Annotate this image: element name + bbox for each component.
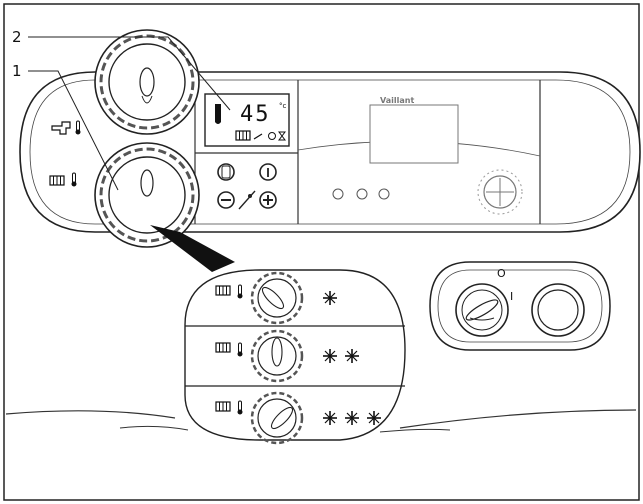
frost-icon-3a <box>322 410 338 426</box>
callout-line-2 <box>28 36 231 111</box>
tap-icon <box>51 120 81 135</box>
heating-knob[interactable] <box>94 142 200 248</box>
switch-off-label: O <box>497 267 506 280</box>
boiler-body-left <box>5 410 176 419</box>
mini-knob-1 <box>250 271 304 325</box>
frost-icon-3b <box>344 410 360 426</box>
pressure-gauge-icon <box>477 169 523 215</box>
plus-button[interactable] <box>259 191 277 209</box>
callout-label-1: 1 <box>12 62 22 80</box>
module-window <box>369 104 459 164</box>
chimney-sweep-icon <box>238 190 256 210</box>
callout-line-1 <box>28 70 119 191</box>
frost-icon-1 <box>322 290 338 306</box>
zoom-wedge <box>150 225 235 272</box>
minus-button[interactable] <box>217 191 235 209</box>
lcd-display: 45 °c <box>204 93 290 147</box>
brand-logo: Vaillant <box>380 96 414 105</box>
setting-row-1 <box>215 271 338 325</box>
switch-on-label: I <box>510 290 513 303</box>
round-button[interactable] <box>531 283 585 337</box>
setting-row-3 <box>215 391 382 445</box>
setting-row-2 <box>215 329 360 383</box>
frost-icon-2b <box>344 348 360 364</box>
mini-knob-2 <box>250 329 304 383</box>
unit-mark: °c <box>279 102 287 110</box>
info-button[interactable] <box>259 163 277 181</box>
indicator-lights <box>332 188 390 200</box>
power-switch-knob[interactable] <box>455 283 509 337</box>
frost-icon-3c <box>366 410 382 426</box>
callout-label-2: 2 <box>12 28 22 46</box>
frost-icon-2a <box>322 348 338 364</box>
hot-water-knob[interactable] <box>94 29 200 135</box>
mini-knob-3 <box>250 391 304 445</box>
reset-button[interactable] <box>217 163 235 181</box>
boiler-body-right <box>399 409 637 429</box>
temperature-readout: 45 <box>240 102 271 127</box>
